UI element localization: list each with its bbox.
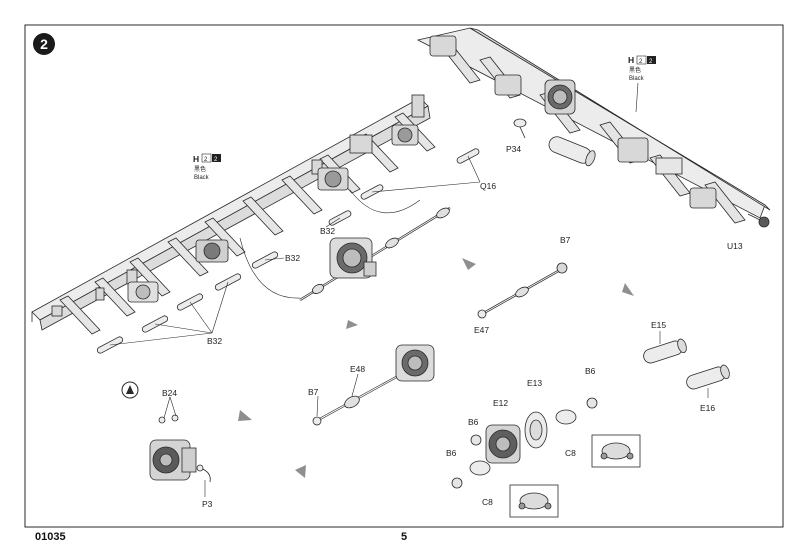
paint-swatch-a: 2: [639, 59, 643, 65]
paint-swatch-b: 2: [649, 59, 653, 65]
label-e13: E13: [527, 378, 542, 388]
label-c8: C8: [565, 448, 576, 458]
part-e16-roller: [686, 364, 730, 390]
leader-lines: [109, 155, 481, 346]
paint-chinese: 黑色: [629, 66, 641, 74]
roller-leaders: [659, 331, 709, 398]
page-number: 5: [401, 531, 408, 543]
paint-swatch-a: 2: [204, 157, 208, 163]
part-e47-shaft: [477, 262, 568, 319]
label-e15: E15: [651, 320, 666, 330]
label-e12: E12: [493, 398, 508, 408]
paint-callout-right: H 2 2 黑色 Black: [628, 55, 656, 113]
paint-english: Black: [194, 175, 210, 181]
part-p3-pin: [196, 464, 211, 483]
label-e48: E48: [350, 364, 365, 374]
step-number: 2: [40, 36, 48, 52]
label-b24: B24: [162, 388, 177, 398]
label-b32: B32: [285, 253, 300, 263]
label-q16: Q16: [480, 181, 496, 191]
right-frame-rail: [416, 27, 771, 224]
glue-icon: [121, 381, 139, 399]
rail-differential-rear: [127, 281, 159, 303]
label-p34: P34: [506, 144, 521, 154]
part-e15-roller: [643, 338, 687, 364]
label-b6: B6: [468, 417, 479, 427]
b24-leaders: [163, 373, 359, 497]
label-b6: B6: [585, 366, 596, 376]
product-code: 01035: [35, 531, 66, 543]
part-p34-cap: [513, 118, 527, 139]
label-b32: B32: [207, 336, 222, 346]
label-e16: E16: [700, 403, 715, 413]
left-frame-rail: [31, 94, 436, 335]
paint-english: Black: [629, 76, 645, 82]
right-rail-differential: [544, 79, 576, 115]
label-b6: B6: [446, 448, 457, 458]
part-e13-cover: [524, 411, 548, 449]
paint-callout-left: H 2 2 黑色 Black: [193, 153, 221, 181]
part-b24-assembly: [149, 414, 197, 481]
direction-arrow-icon: [238, 258, 634, 478]
part-e48-assembly: [312, 344, 435, 426]
label-e47: E47: [474, 325, 489, 335]
paint-code: H: [193, 154, 199, 164]
differential-housing: [329, 237, 377, 279]
label-u13: U13: [727, 241, 743, 251]
c8-detail-box-a: [591, 434, 641, 468]
page-frame: [24, 24, 784, 528]
paint-chinese: 黑色: [194, 165, 206, 173]
rail-differential-front: [317, 124, 419, 191]
label-c8: C8: [482, 497, 493, 507]
b6-washers: [451, 397, 598, 489]
label-b32: B32: [320, 226, 335, 236]
paint-swatch-b: 2: [214, 157, 218, 163]
c8-brackets: [469, 409, 577, 476]
paint-code: H: [628, 55, 634, 65]
part-u13-knob: [747, 213, 770, 228]
prop-shaft-assembly: [299, 207, 451, 301]
part-e12-housing: [485, 424, 521, 464]
step-number-badge: 2: [33, 33, 55, 55]
part-canister: [548, 136, 596, 167]
c8-detail-box-b: [509, 484, 559, 518]
rail-differential-mid: [195, 239, 229, 263]
label-b7: B7: [560, 235, 571, 245]
part-labels: P34 Q16 B32 B32 B32 U13 B7 E47 E15 E16 E…: [162, 144, 743, 509]
label-p3: P3: [202, 499, 213, 509]
label-b7: B7: [308, 387, 319, 397]
